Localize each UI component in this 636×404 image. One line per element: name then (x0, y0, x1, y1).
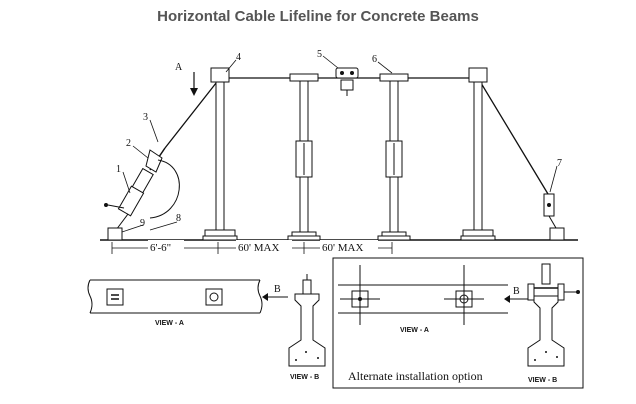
callout-leaders (121, 55, 558, 233)
arrow-a-label: A (175, 62, 183, 73)
view-b-label-1: VIEW - B (290, 374, 319, 381)
view-b-beam-section-2 (527, 263, 580, 367)
view-a-label-2: VIEW - A (400, 327, 429, 334)
view-a-label-1: VIEW - A (155, 320, 184, 327)
view-b-arrow-1 (262, 293, 288, 301)
arrow-b1-label: B (274, 284, 281, 295)
view-b-arrow-2 (504, 295, 528, 303)
callout-7: 7 (557, 158, 562, 169)
trolley (335, 67, 359, 96)
arrow-b2-label: B (513, 286, 520, 297)
dimension-span-1: 60' MAX (238, 242, 279, 254)
alternate-option-box (332, 257, 584, 389)
callout-4: 4 (236, 52, 241, 63)
view-a-plan-beam (87, 279, 263, 314)
dimension-offset: 6'-6" (150, 242, 171, 254)
callout-8: 8 (176, 213, 181, 224)
view-a-plan-beam-alt (338, 265, 508, 325)
view-b-label-2: VIEW - B (528, 377, 557, 384)
end-stanchion-left (202, 67, 238, 241)
left-tensioner-assembly (104, 147, 180, 241)
diagram-title: Horizontal Cable Lifeline for Concrete B… (157, 8, 479, 25)
intermediate-stanchion-1 (287, 73, 321, 241)
callout-6: 6 (372, 54, 377, 65)
end-stanchion-right (460, 67, 496, 241)
right-tensioner-assembly (543, 193, 565, 241)
alternate-option-caption: Alternate installation option (348, 369, 483, 383)
callout-5: 5 (317, 49, 322, 60)
view-b-beam-section-1 (288, 274, 326, 367)
callout-1: 1 (116, 164, 121, 175)
callout-9: 9 (140, 218, 145, 229)
dimension-span-2: 60' MAX (322, 242, 363, 254)
view-a-arrow (190, 72, 198, 96)
intermediate-stanchion-2 (377, 73, 411, 241)
callout-3: 3 (143, 112, 148, 123)
callout-2: 2 (126, 138, 131, 149)
